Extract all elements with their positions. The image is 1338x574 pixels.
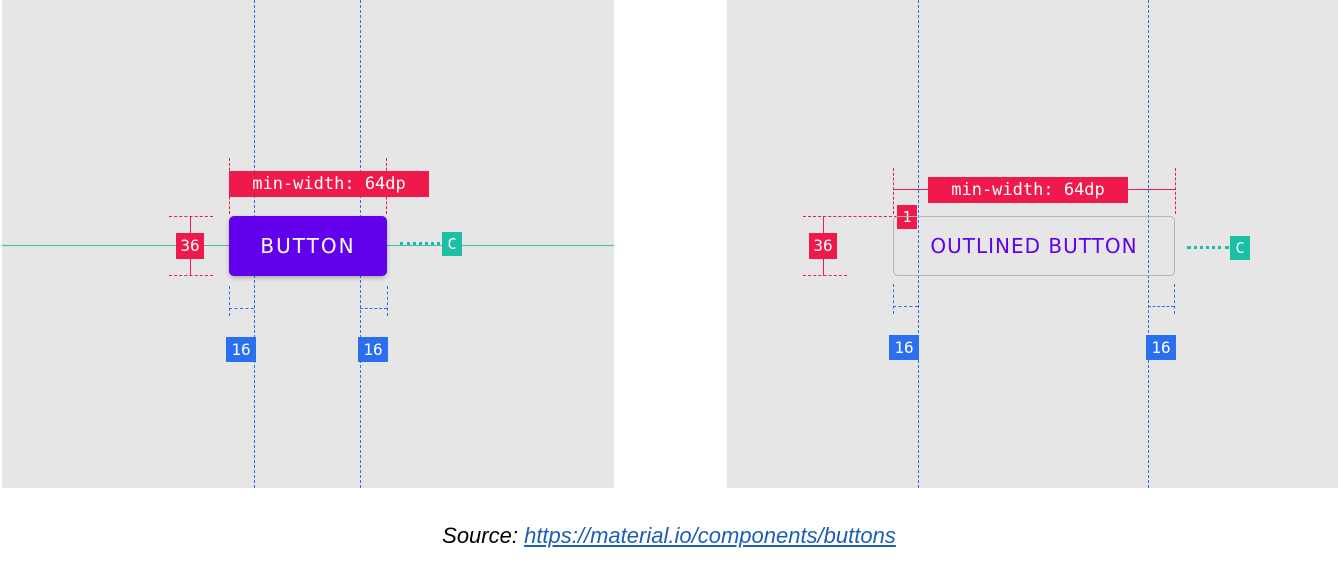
contained-button-spec-panel: min-width: 64dp 36 BUTTON C 16 16	[2, 0, 614, 488]
center-label: C	[442, 232, 462, 256]
height-bottom-tick	[803, 275, 847, 276]
source-link[interactable]: https://material.io/components/buttons	[524, 523, 896, 548]
pad-left-outer-tick	[893, 284, 894, 314]
height-top-tick	[169, 216, 213, 217]
pad-right-measure	[1148, 306, 1174, 307]
height-label: 36	[809, 233, 837, 259]
pad-right-outer-tick	[1174, 284, 1175, 314]
min-width-label: min-width: 64dp	[229, 171, 429, 197]
outlined-button[interactable]: OUTLINED BUTTON	[893, 216, 1175, 276]
padding-left-label: 16	[226, 337, 256, 362]
height-top-tick	[803, 216, 897, 217]
contained-button[interactable]: BUTTON	[229, 216, 387, 276]
center-label: C	[1230, 236, 1250, 260]
min-width-right-tick	[1175, 168, 1176, 214]
source-caption: Source: https://material.io/components/b…	[0, 523, 1338, 549]
pad-right-outer-tick	[387, 286, 388, 316]
left-padding-guide	[918, 0, 919, 488]
min-width-left-tick	[893, 168, 894, 214]
pad-left-outer-tick	[229, 286, 230, 316]
pad-left-measure	[229, 308, 254, 309]
caption-prefix: Source:	[442, 523, 525, 548]
right-padding-guide	[1148, 0, 1149, 488]
outlined-button-spec-panel: min-width: 64dp 36 1 OUTLINED BUTTON C 1…	[727, 0, 1338, 488]
height-bottom-tick	[169, 275, 213, 276]
center-indicator-dots	[1187, 246, 1229, 249]
pad-left-measure	[893, 306, 918, 307]
padding-right-label: 16	[1146, 335, 1176, 360]
padding-right-label: 16	[358, 337, 388, 362]
center-indicator-dots	[400, 242, 440, 245]
pad-right-measure	[360, 308, 387, 309]
min-width-label: min-width: 64dp	[928, 177, 1128, 203]
padding-left-label: 16	[889, 335, 919, 360]
height-label: 36	[176, 233, 204, 259]
